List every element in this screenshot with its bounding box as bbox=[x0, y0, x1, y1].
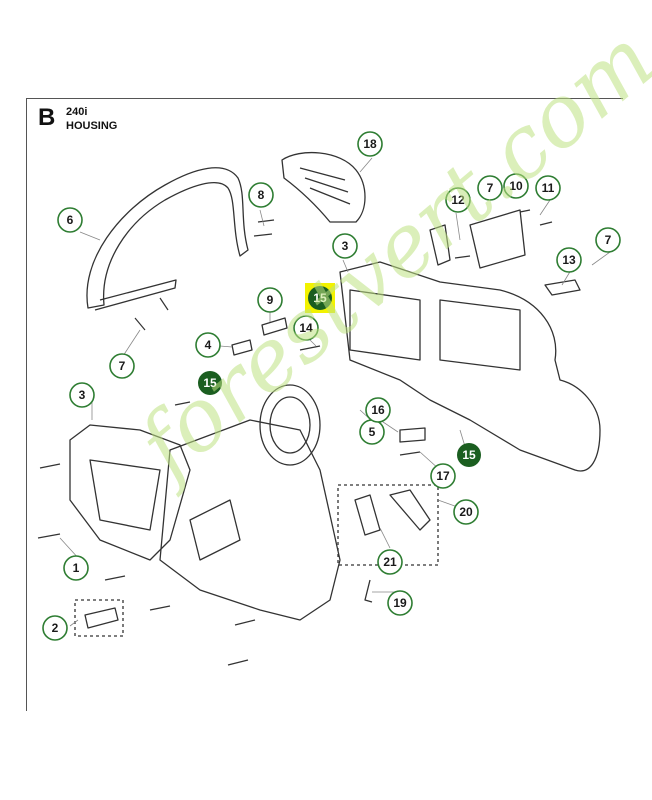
spring-box bbox=[74, 599, 124, 637]
callout-18: 18 bbox=[357, 131, 383, 157]
callout-label: 11 bbox=[542, 181, 555, 195]
callout-circle bbox=[477, 175, 503, 201]
callout-circle bbox=[457, 443, 481, 467]
section-title: HOUSING bbox=[66, 120, 118, 132]
callout-9: 9 bbox=[257, 287, 283, 313]
callout-8: 8 bbox=[248, 182, 274, 208]
callout-label: 4 bbox=[205, 338, 212, 352]
callout-circle bbox=[595, 227, 621, 253]
catch-plate-part bbox=[399, 427, 426, 443]
callout-11: 11 bbox=[535, 175, 561, 201]
callout-circle bbox=[69, 382, 95, 408]
pad-part bbox=[231, 339, 253, 356]
callout-21: 21 bbox=[377, 549, 403, 575]
callout-label: 7 bbox=[119, 359, 126, 373]
callout-circle bbox=[365, 397, 391, 423]
callout-20: 20 bbox=[453, 499, 479, 525]
callout-10: 10 bbox=[503, 173, 529, 199]
callout-19: 19 bbox=[387, 590, 413, 616]
callout-circle bbox=[257, 287, 283, 313]
callout-circle bbox=[293, 315, 319, 341]
callout-label: 5 bbox=[369, 425, 376, 439]
callout-label: 3 bbox=[79, 388, 86, 402]
callout-16: 16 bbox=[365, 397, 391, 423]
callout-circle bbox=[109, 353, 135, 379]
callout-17: 17 bbox=[430, 463, 456, 489]
side-cover-part bbox=[69, 424, 191, 561]
callout-circle bbox=[198, 371, 222, 395]
callout-label: 10 bbox=[509, 179, 523, 193]
callout-7: 7 bbox=[477, 175, 503, 201]
callout-label: 13 bbox=[562, 253, 576, 267]
callout-circle bbox=[332, 233, 358, 259]
callout-circle bbox=[248, 182, 274, 208]
callout-label: 8 bbox=[258, 188, 265, 202]
callout-circle bbox=[308, 286, 332, 310]
callout-label: 17 bbox=[436, 469, 450, 483]
callout-label: 3 bbox=[342, 239, 349, 253]
callout-3: 3 bbox=[69, 382, 95, 408]
callout-label: 15 bbox=[462, 448, 476, 462]
crankcase-housing-part bbox=[339, 261, 601, 472]
callout-label: 18 bbox=[363, 137, 377, 151]
spring-clip-part bbox=[544, 279, 581, 296]
callout-label: 15 bbox=[203, 376, 217, 390]
callout-label: 2 bbox=[52, 621, 59, 635]
callout-label: 12 bbox=[451, 193, 465, 207]
bracket-plate-part bbox=[469, 209, 526, 269]
callout-label: 7 bbox=[487, 181, 494, 195]
callout-circle bbox=[195, 332, 221, 358]
strip-part bbox=[261, 317, 288, 336]
callout-label: 20 bbox=[459, 505, 473, 519]
callout-label: 14 bbox=[299, 321, 313, 335]
callout-circle bbox=[430, 463, 456, 489]
callout-7: 7 bbox=[109, 353, 135, 379]
callout-15: 15 bbox=[305, 283, 335, 313]
callout-circle bbox=[535, 175, 561, 201]
callout-circle bbox=[503, 173, 529, 199]
callout-label: 16 bbox=[371, 403, 385, 417]
callout-15: 15 bbox=[198, 371, 222, 395]
callout-circle bbox=[387, 590, 413, 616]
callout-label: 1 bbox=[73, 561, 80, 575]
callout-5: 5 bbox=[359, 419, 385, 445]
callout-label: 15 bbox=[313, 291, 327, 305]
callout-circle bbox=[357, 131, 383, 157]
callout-14: 14 bbox=[293, 315, 319, 341]
callout-13: 13 bbox=[556, 247, 582, 273]
callout-label: 6 bbox=[67, 213, 74, 227]
callout-7: 7 bbox=[595, 227, 621, 253]
callout-15: 15 bbox=[457, 443, 481, 467]
callout-1: 1 bbox=[63, 555, 89, 581]
model-label: 240i bbox=[66, 106, 88, 118]
callout-4: 4 bbox=[195, 332, 221, 358]
top-cover-part bbox=[281, 151, 366, 223]
callout-3: 3 bbox=[332, 233, 358, 259]
callout-circle bbox=[42, 615, 68, 641]
callout-label: 7 bbox=[605, 233, 612, 247]
pin-part bbox=[364, 579, 373, 603]
clutch-cover-part bbox=[259, 384, 321, 466]
callout-label: 21 bbox=[383, 555, 397, 569]
callout-circle bbox=[57, 207, 83, 233]
callout-circle bbox=[445, 187, 471, 213]
callout-label: 9 bbox=[267, 293, 274, 307]
callout-circle bbox=[556, 247, 582, 273]
callout-circle bbox=[63, 555, 89, 581]
section-letter: B bbox=[38, 104, 56, 131]
callout-circle bbox=[377, 549, 403, 575]
callout-circle bbox=[453, 499, 479, 525]
callout-6: 6 bbox=[57, 207, 83, 233]
front-handle-part bbox=[86, 167, 249, 309]
lower-housing-part bbox=[159, 419, 341, 621]
callout-2: 2 bbox=[42, 615, 68, 641]
callout-label: 19 bbox=[393, 596, 407, 610]
callout-12: 12 bbox=[445, 187, 471, 213]
diagram-frame bbox=[26, 98, 623, 711]
